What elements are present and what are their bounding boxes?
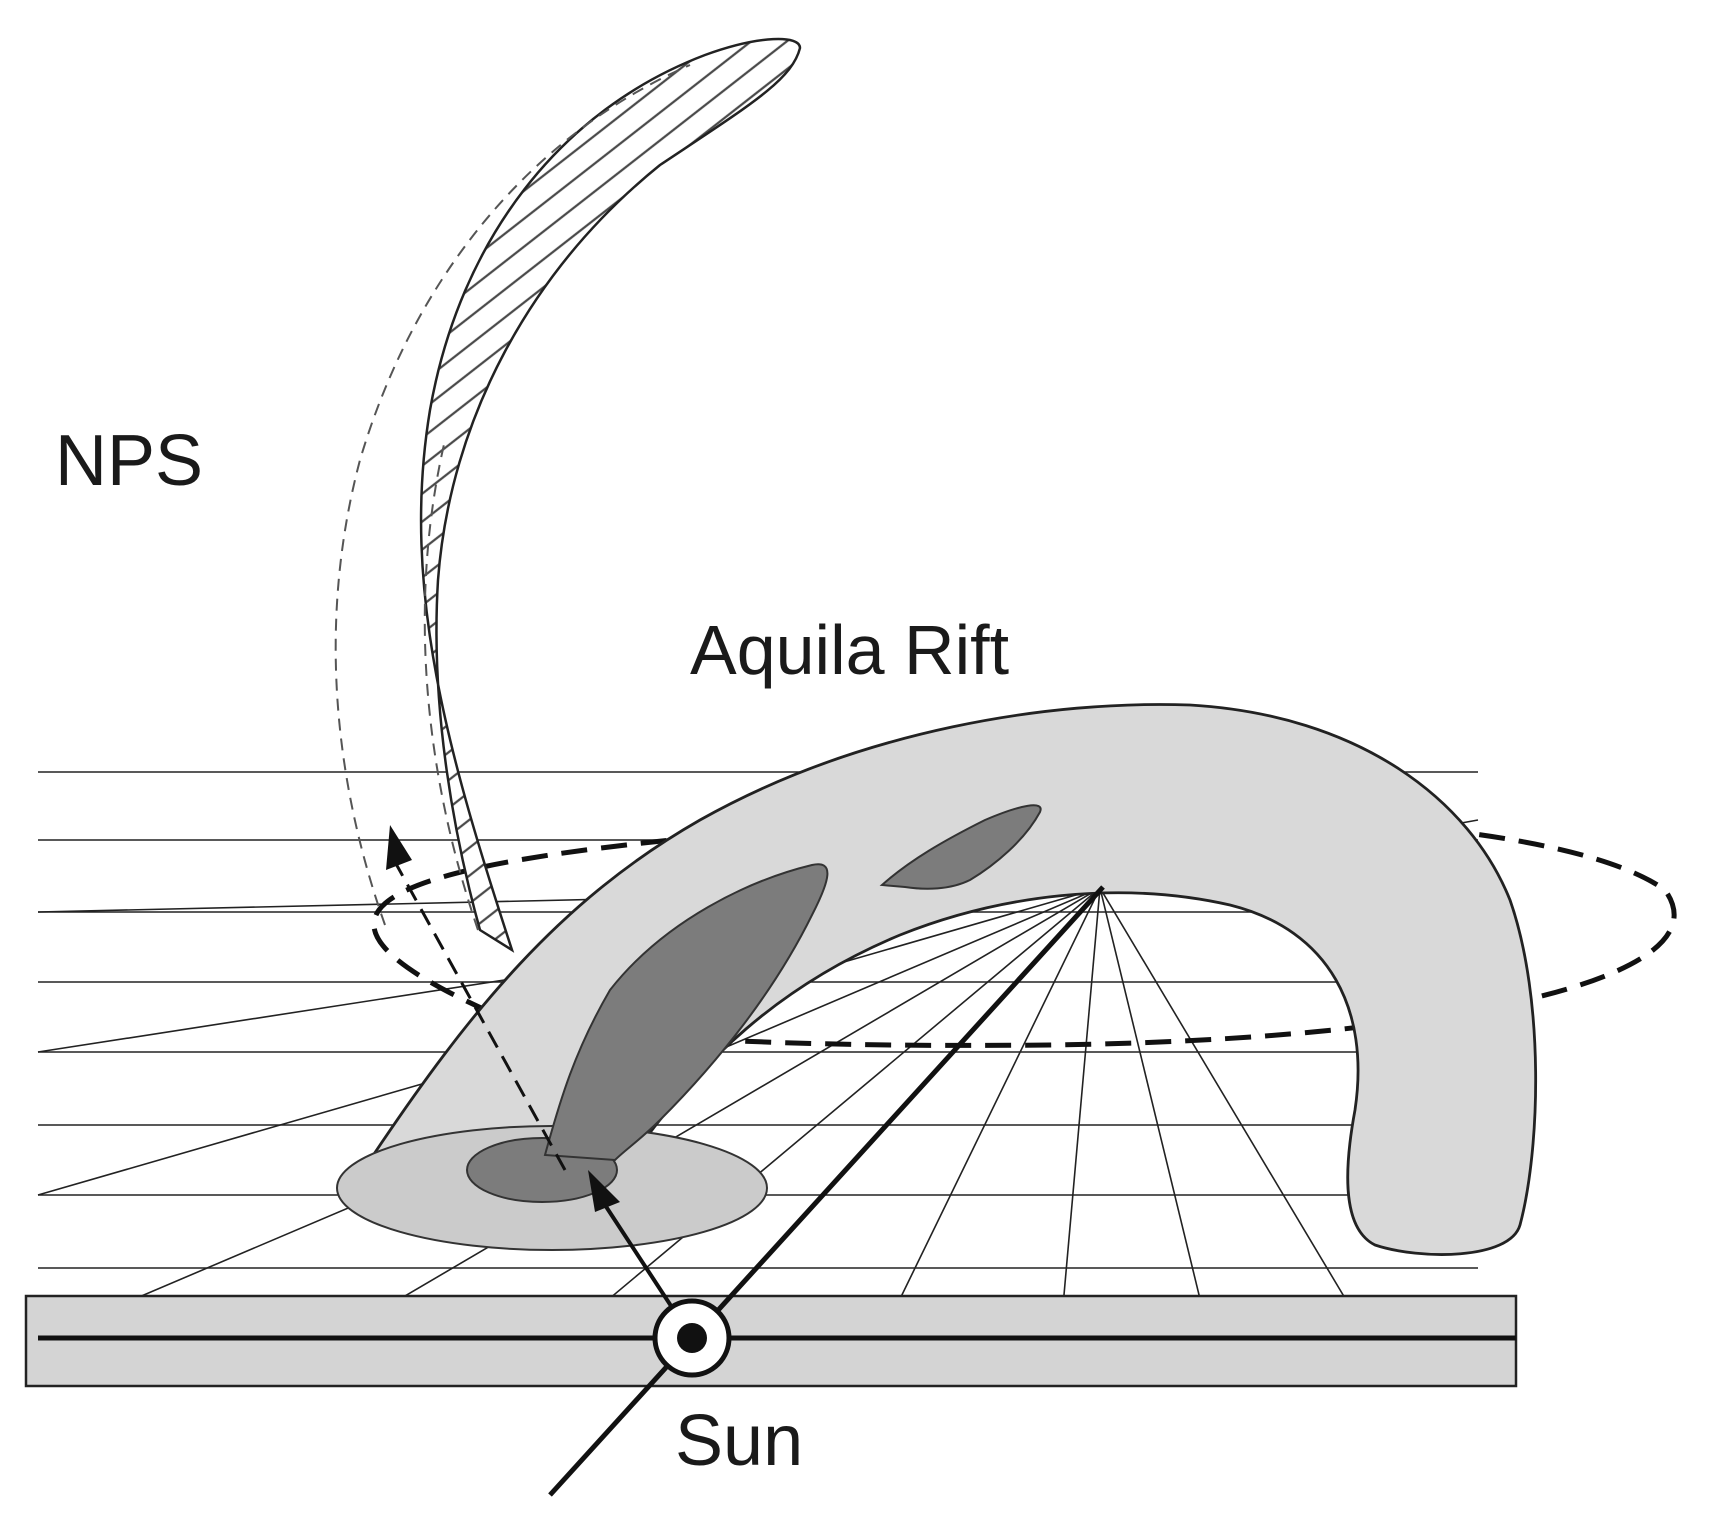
grid-radial	[559, 887, 1101, 1341]
circled-dot-icon	[652, 1298, 732, 1378]
nps-edge-dashed	[334, 64, 691, 926]
galactic-plane-base	[24, 1294, 1518, 1388]
grid-radial	[1099, 887, 1211, 1341]
galactic-plane-grid	[37, 771, 1479, 1341]
arrow-head-nps	[386, 825, 412, 870]
sun-label: Sun	[675, 1401, 804, 1481]
rift-dense-clump-large	[543, 863, 829, 1162]
sightline	[548, 885, 1105, 1497]
arrow-head-rift	[588, 1170, 620, 1212]
aquila-rift-label: Aquila Rift	[690, 611, 1010, 689]
nps-label: NPS	[55, 421, 204, 501]
grid-radial	[1099, 887, 1371, 1341]
grid-radial	[879, 887, 1101, 1341]
grid-radial	[1059, 887, 1101, 1341]
arrow-to-nps	[393, 861, 567, 1171]
rift-dense-clump-small	[879, 804, 1042, 890]
grid-radial	[329, 887, 1101, 1341]
nps-structure	[419, 37, 802, 953]
